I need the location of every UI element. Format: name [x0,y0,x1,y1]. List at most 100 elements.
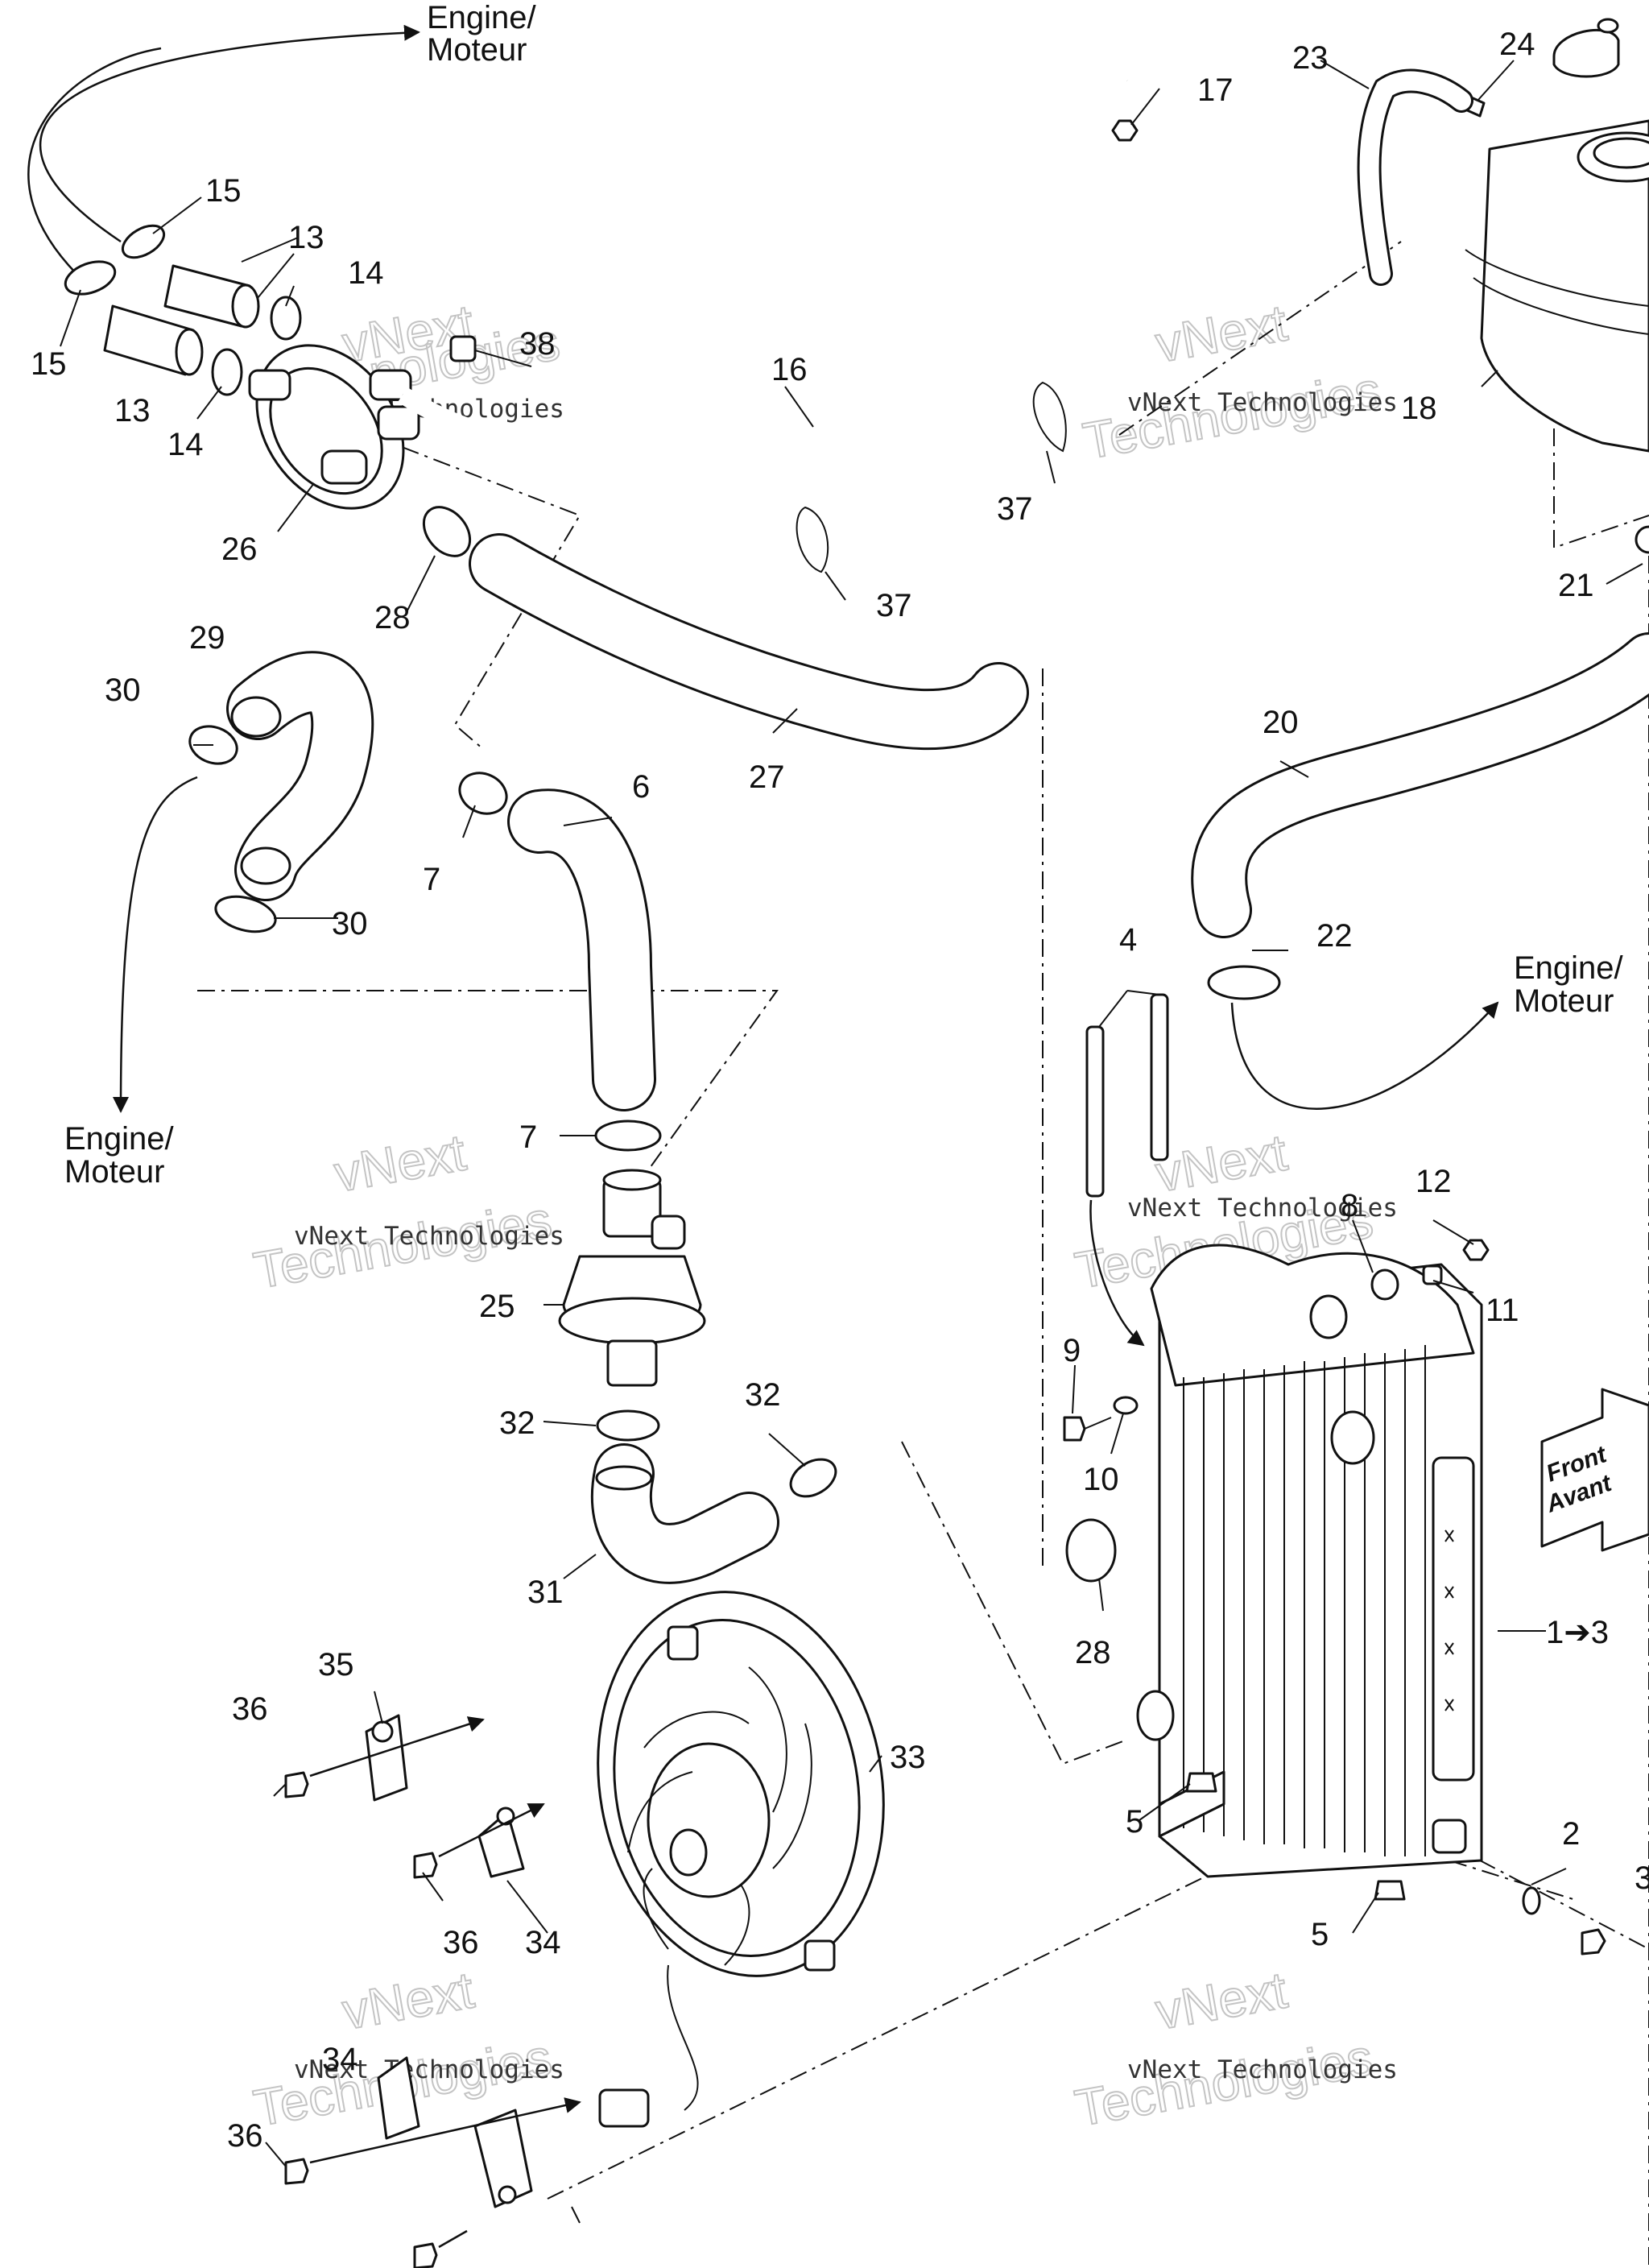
washer-10 [1113,1396,1139,1415]
callout-13-upper: 13 [288,220,324,255]
destination-label-engine-right: Engine/ Moteur [1514,950,1624,1019]
clamp-14-lower [211,348,243,396]
tie-37-lower [796,506,829,573]
callout-32-left: 32 [499,1405,535,1441]
callout-12: 12 [1415,1164,1452,1199]
callout-31: 31 [527,1575,564,1610]
clamp-15-upper [121,224,166,259]
clamp-14-upper [270,296,302,341]
seal-strip-4-left [1085,1025,1105,1198]
svg-text:vNext: vNext [1151,1960,1292,2040]
seal-strip-4-right [1150,993,1169,1161]
vent-hose-23 [1357,68,1473,286]
spacer-11 [1422,1264,1443,1285]
callout-23: 23 [1292,40,1329,76]
clamp-28-lower [1065,1518,1117,1583]
svg-text:vNext Technologies: vNext Technologies [1127,388,1398,417]
callout-18: 18 [1401,391,1437,426]
bolt-9 [1063,1416,1112,1442]
clamp-32-left [596,1409,660,1442]
callout-22: 22 [1316,918,1353,954]
svg-text:Moteur: Moteur [1514,983,1614,1019]
svg-text:Moteur: Moteur [427,32,527,68]
clamp-7-lower [594,1120,662,1152]
watermark-mid-left: vNext Technologies vNext Technologies [249,1122,564,1300]
callout-37-upper: 37 [997,491,1033,527]
callout-10: 10 [1083,1462,1119,1497]
svg-text:Engine/: Engine/ [1514,950,1624,986]
callout-36-middle: 36 [443,1925,479,1960]
grommet-5-upper [1185,1772,1217,1793]
svg-text:vNext: vNext [1151,293,1292,373]
callout-33: 33 [890,1740,926,1775]
assembly-lines [197,241,1649,2268]
callout-14-lower: 14 [167,427,204,462]
hose-20 [1191,632,1649,938]
clamp-21 [1635,525,1649,554]
tie-37-upper [1032,381,1067,453]
callout-25: 25 [479,1289,515,1324]
callout-11: 11 [1486,1293,1519,1328]
svg-text:Engine/: Engine/ [64,1121,175,1157]
screw-36-upper [284,1771,309,1798]
fan-bracket-lower-right [473,2109,533,2208]
clamp-7-upper [458,772,508,815]
callout-17: 17 [1197,72,1234,108]
callout-28-upper: 28 [374,600,411,635]
callout-9: 9 [1063,1333,1081,1368]
callout-2: 2 [1562,1816,1580,1852]
front-direction-badge: Front Avant [1540,1388,1649,1552]
callout-30-lower: 30 [332,906,368,942]
callout-5-lower: 5 [1311,1917,1329,1952]
leader-lines [60,60,1643,2224]
callout-7-lower: 7 [519,1120,537,1155]
callout-30-upper: 30 [105,673,141,708]
hose-27 [469,533,1029,751]
svg-text:vNext: vNext [330,1123,470,1202]
clamp-32-right [789,1458,837,1498]
svg-text:vNext Technologies: vNext Technologies [1127,1194,1398,1223]
callout-3: 3 [1635,1860,1649,1896]
callout-15-upper: 15 [205,173,242,209]
fitting-38 [449,335,477,362]
hose-16 [398,51,1135,459]
grommet-5-lower [1374,1880,1406,1901]
cooling-fan-33 [597,1591,885,2128]
svg-text:vNext: vNext [1151,1123,1292,1202]
clamp-22 [1207,965,1281,1000]
callout-7-upper: 7 [423,862,440,897]
svg-text:vNext Technologies: vNext Technologies [294,2055,564,2084]
destination-label-engine-top: Engine/ Moteur [427,0,537,68]
callout-29: 29 [189,620,225,656]
clamp-15-lower [64,260,117,296]
svg-text:vNext Technologies: vNext Technologies [1127,2055,1398,2084]
thermostat-25 [558,1169,706,1387]
callout-labels: 1➔3 2 3 4 5 5 6 7 7 8 9 10 11 12 13 13 1… [31,27,1649,2154]
hose-29 [226,651,374,901]
callout-37-lower: 37 [876,588,912,623]
clamp-30-lower [214,895,277,933]
hose-6 [507,788,656,1111]
callout-13-lower: 13 [114,393,151,428]
callout-28-lower: 28 [1075,1635,1111,1670]
svg-text:Moteur: Moteur [64,1154,165,1190]
bushing-8 [1370,1269,1399,1301]
callout-1-3: 1➔3 [1546,1615,1609,1650]
callout-36-lower: 36 [227,2118,263,2154]
seal-ring-2 [1522,1886,1541,1915]
callout-14-upper: 14 [348,255,384,291]
clamp-28-upper [422,506,472,557]
svg-text:Engine/: Engine/ [427,0,537,35]
callout-5-upper: 5 [1126,1804,1143,1840]
nut-12 [1462,1239,1490,1261]
callout-6: 6 [632,769,650,805]
callout-34-lower: 34 [322,2042,358,2077]
callout-24: 24 [1499,27,1535,62]
callout-16: 16 [771,352,808,387]
screw-lower-right [413,2242,438,2268]
coolant-reservoir-18 [1465,119,1649,453]
hose-31 [590,1443,779,1584]
callout-4: 4 [1119,922,1137,958]
callout-35: 35 [318,1647,354,1682]
